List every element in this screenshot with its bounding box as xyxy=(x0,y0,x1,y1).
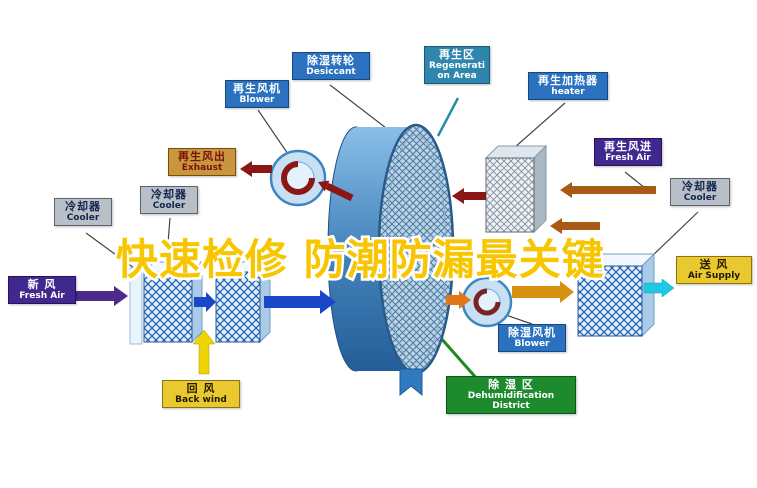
regen-intake-arrow-1 xyxy=(560,182,656,198)
cooler-box-left-outer xyxy=(142,260,204,344)
regen-heater-box xyxy=(484,144,548,234)
exhaust-arrow xyxy=(240,161,272,177)
wheel-to-fan-arrowhead xyxy=(318,180,330,192)
label-regen-heater: 再生加热器 heater xyxy=(528,72,608,101)
label-regen-exhaust: 再生风出 Exhaust xyxy=(168,148,236,177)
label-air-supply: 送 风 Air Supply xyxy=(676,256,752,285)
regen-area-pointer xyxy=(436,97,460,137)
left-filter-panel xyxy=(129,267,143,345)
label-dehum-blower: 除湿风机 Blower xyxy=(498,324,566,353)
label-dehumidification-district: 除 湿 区 Dehumidification District xyxy=(446,376,576,415)
wheel-to-fan-duct xyxy=(325,182,354,202)
fresh-air-arrow xyxy=(76,286,128,306)
supply-duct-arrow xyxy=(512,281,574,303)
label-back-wind: 回 风 Back wind xyxy=(162,380,240,409)
regen-fan xyxy=(269,149,327,207)
process-air-arrow-1 xyxy=(194,292,216,312)
return-air-arrow xyxy=(192,329,216,375)
headline-text: 快速检修 防潮防漏最关键 xyxy=(114,233,607,287)
desiccant-wheel xyxy=(327,123,455,375)
airflow-arrows xyxy=(76,161,675,375)
label-desiccant: 除湿转轮 Desiccant xyxy=(292,52,370,81)
regen-hot-air-arrow xyxy=(452,188,486,204)
cooler-box-left-inner xyxy=(214,260,272,344)
label-regen-blower: 再生风机 Blower xyxy=(225,80,289,109)
label-fresh-air: 新 风 Fresh Air xyxy=(8,276,76,305)
process-air-arrow-2 xyxy=(264,290,336,314)
regen-intake-arrow-2 xyxy=(550,218,600,234)
label-cooler-left-inner: 冷却器 Cooler xyxy=(140,186,198,215)
dry-air-arrow xyxy=(446,291,471,309)
label-connector-lines xyxy=(85,84,699,325)
label-cooler-left-outer: 冷却器 Cooler xyxy=(54,198,112,227)
label-cooler-right: 冷却器 Cooler xyxy=(670,178,730,207)
label-regen-fresh-air: 再生风进 Fresh Air xyxy=(594,138,662,167)
ribbon-icon xyxy=(399,368,423,397)
label-regeneration-area: 再生区 Regeneration Area xyxy=(424,46,490,85)
air-supply-arrow xyxy=(643,278,675,298)
dehum-fan xyxy=(461,276,513,328)
cooler-box-right xyxy=(576,252,656,338)
